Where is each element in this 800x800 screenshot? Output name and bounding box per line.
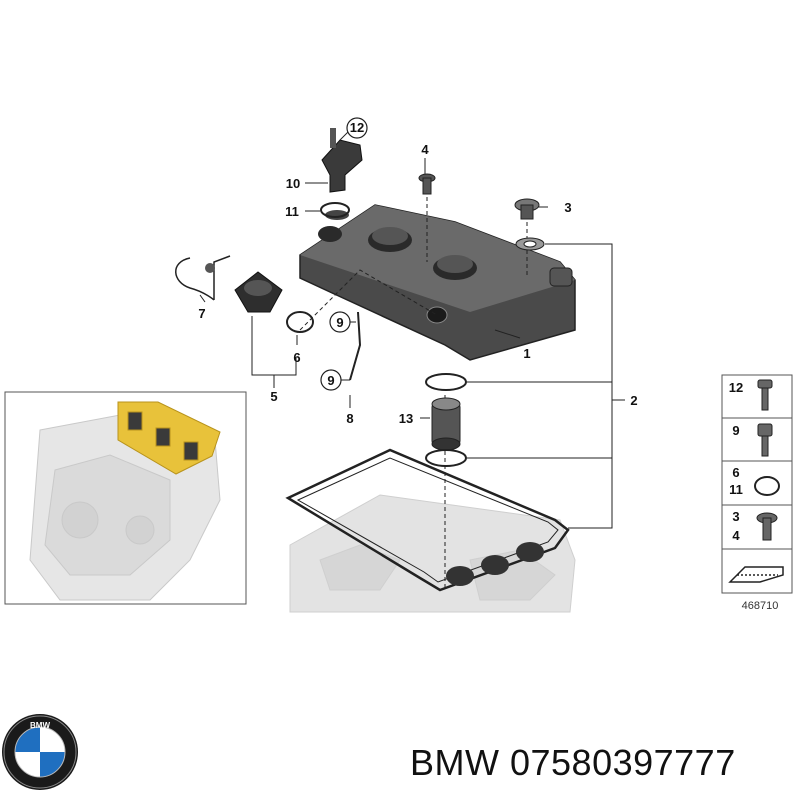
legend-label-6: 6: [732, 465, 739, 480]
legend-label-12: 12: [729, 380, 743, 395]
camshaft-sensor: [321, 128, 363, 220]
leader-lines: [199, 129, 625, 529]
part-number-text: BMW 07580397777: [410, 742, 736, 783]
callout-12-circle: [346, 117, 368, 139]
arrow-direction-icon: [728, 566, 784, 583]
bmw-logo: BMW: [2, 714, 78, 790]
callout-9a: 9: [336, 315, 343, 330]
o-ring-11: [320, 202, 350, 218]
sensor-with-cable-7: [175, 255, 283, 313]
o-ring-6: [286, 311, 314, 333]
callout-2: 2: [630, 393, 637, 408]
callout-13: 13: [399, 411, 413, 426]
callout-9a-circle: [329, 311, 351, 333]
callouts: 12 10 11 4 3 1 2 7 6 5 9 9 8 13: [198, 117, 638, 426]
legend-label-3: 3: [732, 509, 739, 524]
callout-8: 8: [346, 411, 353, 426]
legend-label-11: 11: [729, 482, 743, 497]
legend-label-4: 4: [732, 528, 740, 543]
sleeve-13: [431, 397, 461, 451]
callout-9b: 9: [327, 373, 334, 388]
stud-bolt-4: [418, 173, 436, 195]
flange-bolt-icon: [756, 512, 778, 541]
callout-3: 3: [564, 200, 571, 215]
callout-9b-circle: [320, 369, 342, 391]
o-ring-upper: [425, 373, 467, 391]
callout-12: 12: [350, 120, 364, 135]
legend-label-9: 9: [732, 423, 739, 438]
cover-gasket: [285, 448, 570, 592]
callout-1: 1: [523, 346, 530, 361]
callout-4: 4: [421, 142, 429, 157]
o-ring-icon: [754, 476, 780, 496]
socket-screw-icon: [757, 423, 773, 457]
callout-11: 11: [285, 204, 299, 219]
bracket-8: [349, 311, 362, 381]
cylinder-head-cover: [299, 204, 576, 361]
o-ring-lower: [425, 449, 467, 467]
bolt-icon: [757, 379, 773, 411]
callout-6: 6: [293, 350, 300, 365]
svg-text:BMW: BMW: [30, 721, 50, 730]
diagram-number: 468710: [742, 600, 779, 612]
gasket-plugs: [446, 542, 544, 586]
callout-7: 7: [198, 306, 205, 321]
engine-overview-inset: [4, 391, 247, 605]
callout-10: 10: [286, 176, 300, 191]
parts-legend: 12 9 6 11 3 4: [721, 374, 793, 594]
callout-5: 5: [270, 389, 277, 404]
highlighted-cylinder-head-cover: [117, 401, 221, 475]
reference-dashed-lines: [299, 190, 528, 590]
grommet-bolt-3: [514, 198, 545, 251]
